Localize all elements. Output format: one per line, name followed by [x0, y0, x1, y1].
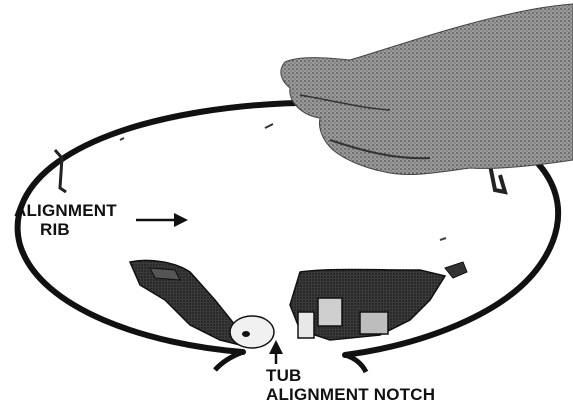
alignment-rib-label-line1: ALIGNMENT [14, 201, 117, 221]
alignment-rib-label-line2: RIB [40, 220, 70, 240]
hand-illustration [281, 4, 573, 175]
arrow-right-icon [136, 213, 188, 227]
tub-notch-label-line1: TUB [266, 366, 302, 386]
tub-notch-label-line2: ALIGNMENT NOTCH [266, 385, 435, 405]
arrow-up-icon [269, 340, 283, 364]
